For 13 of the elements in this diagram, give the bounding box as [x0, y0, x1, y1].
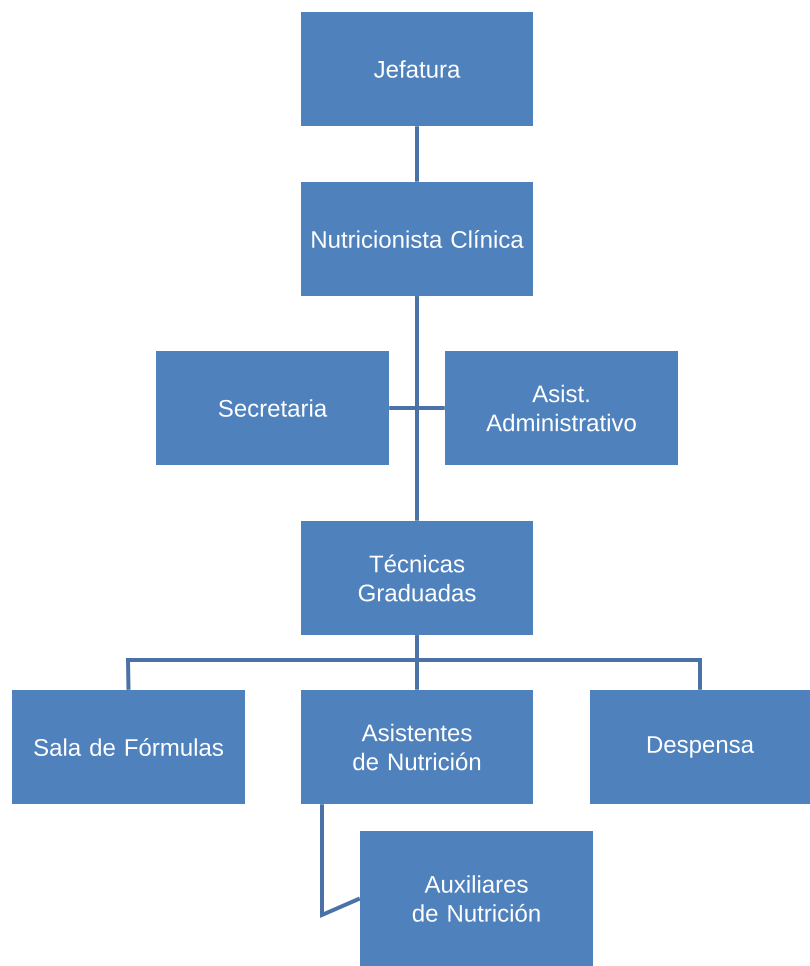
- org-box: Jefatura: [301, 12, 533, 126]
- org-box: Sala de Fórmulas: [12, 690, 245, 804]
- org-box: Nutricionista Clínica: [301, 182, 533, 296]
- org-box: Técnicas Graduadas: [301, 521, 533, 635]
- connector-line: [415, 296, 419, 521]
- org-box: Auxiliares de Nutrición: [360, 831, 593, 966]
- org-box: Asist. Administrativo: [445, 351, 678, 465]
- connector-line: [415, 635, 702, 690]
- org-box: Secretaria: [156, 351, 389, 465]
- connector-line: [415, 126, 419, 182]
- connector-line: [320, 804, 361, 918]
- org-box: Asistentes de Nutrición: [301, 690, 533, 804]
- org-box: Despensa: [590, 690, 810, 804]
